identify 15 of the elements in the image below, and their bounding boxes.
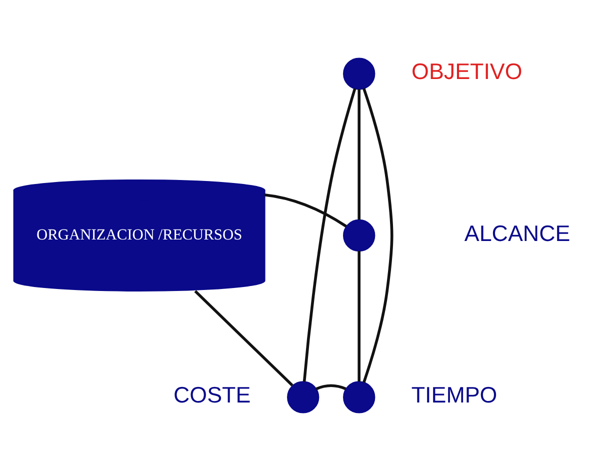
connector [302, 88, 356, 382]
node-circle [343, 380, 376, 413]
node-label: TIEMPO [411, 382, 498, 408]
connector [362, 88, 394, 382]
node-label: OBJETIVO [412, 58, 522, 84]
connector [358, 88, 360, 220]
node-circle [287, 380, 320, 413]
connector [358, 250, 360, 381]
node-circle [343, 218, 376, 252]
node-circle [343, 57, 376, 90]
connector [264, 192, 347, 227]
connector [194, 290, 294, 386]
connector [316, 384, 346, 390]
node-label: ALCANCE [464, 220, 570, 246]
node-label: COSTE [174, 382, 251, 408]
